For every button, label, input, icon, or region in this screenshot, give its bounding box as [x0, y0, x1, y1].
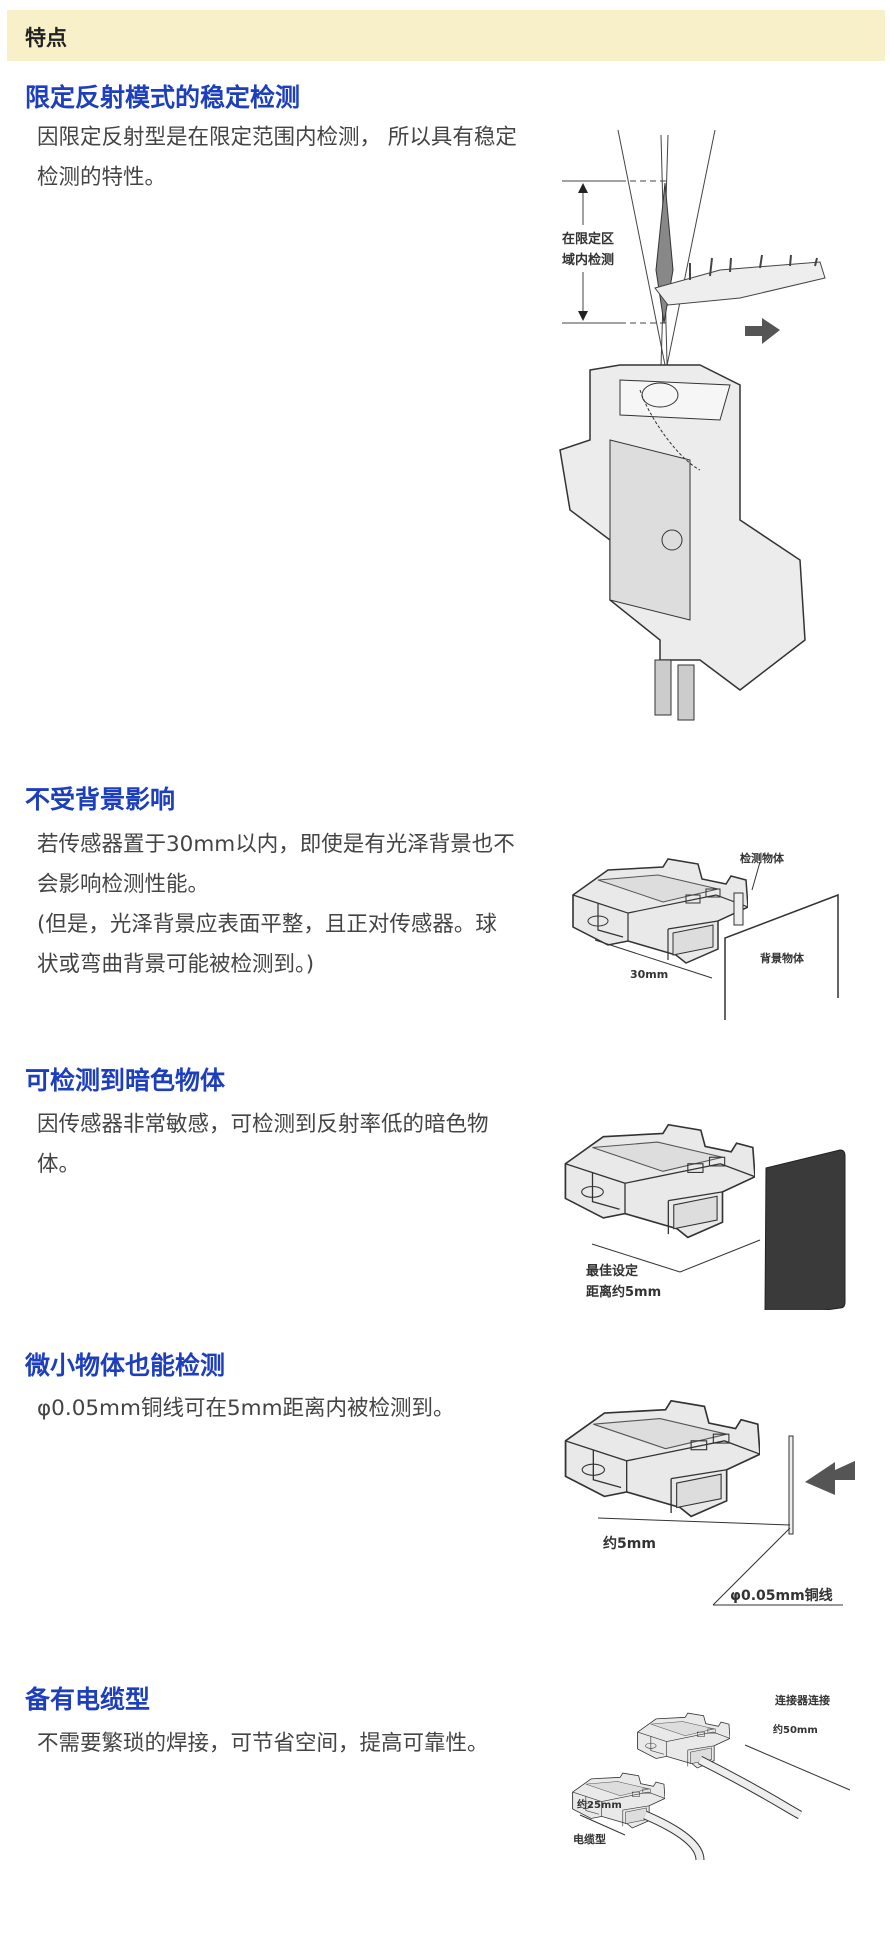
header-title: 特点 — [25, 26, 67, 50]
section-header: 特点 — [7, 10, 885, 61]
section-title-background-immunity: 不受背景影响 — [25, 785, 176, 814]
section-body-background-immunity: 若传感器置于30mm以内，即使是有光泽背景也不会影响检测性能。 (但是，光泽背景… — [37, 825, 517, 985]
fig-label: 在限定区 — [562, 231, 614, 247]
section-body-dark-objects: 因传感器非常敏感，可检测到反射率低的暗色物体。 — [37, 1105, 517, 1185]
section-body-cable-type: 不需要繁琐的焊接，可节省空间，提高可靠性。 — [37, 1724, 517, 1764]
body-text: 不需要繁琐的焊接，可节省空间，提高可靠性。 — [37, 1731, 489, 1756]
section-body-stable-detection: 因限定反射型是在限定范围内检测， 所以具有稳定检测的特性。 — [37, 118, 517, 198]
section-title-stable-detection: 限定反射模式的稳定检测 — [25, 83, 301, 112]
section-title-cable-type: 备有电缆型 — [25, 1685, 151, 1714]
fig-label: 约50mm — [773, 1723, 818, 1736]
fig-label: 连接器连接 — [775, 1693, 830, 1707]
section-title-dark-objects: 可检测到暗色物体 — [25, 1066, 226, 1095]
fig-label: 约5mm — [603, 1535, 656, 1552]
section-title-tiny-objects: 微小物体也能检测 — [25, 1351, 226, 1380]
tiny-object-diagram: 约5mm φ0.05mm铜线 — [564, 1399, 855, 1606]
fig-label: 30mm — [630, 968, 668, 981]
body-text: φ0.05mm铜线可在5mm距离内被检测到。 — [37, 1396, 455, 1421]
fig-label: 约25mm — [577, 1798, 622, 1811]
body-text: 若传感器置于30mm以内，即使是有光泽背景也不会影响检测性能。 — [37, 832, 515, 897]
fig-label: φ0.05mm铜线 — [730, 1587, 833, 1604]
background-diagram: 检测物体 背景物体 30mm — [572, 851, 839, 1020]
cable-type-diagram: 连接器连接 约50mm 约25mm 电缆型 — [572, 1693, 851, 1861]
fig-label: 距离约5mm — [586, 1284, 661, 1300]
fig-label: 最佳设定 — [586, 1263, 638, 1279]
fig-label: 检测物体 — [740, 851, 785, 865]
section-body-tiny-objects: φ0.05mm铜线可在5mm距离内被检测到。 — [37, 1389, 517, 1429]
fig-label: 背景物体 — [760, 951, 805, 965]
body-text: 因限定反射型是在限定范围内检测， 所以具有稳定检测的特性。 — [37, 125, 517, 190]
fig-label: 域内检测 — [562, 252, 614, 268]
body-text: 因传感器非常敏感，可检测到反射率低的暗色物体。 — [37, 1112, 489, 1177]
dark-object-diagram: 最佳设定 距离约5mm — [564, 1123, 846, 1310]
fig-label: 电缆型 — [573, 1832, 606, 1846]
limited-reflection-diagram: 在限定区 域内检测 — [559, 129, 826, 721]
body-text: (但是，光泽背景应表面平整，且正对传感器。球状或弯曲背景可能被检测到。) — [37, 912, 497, 977]
